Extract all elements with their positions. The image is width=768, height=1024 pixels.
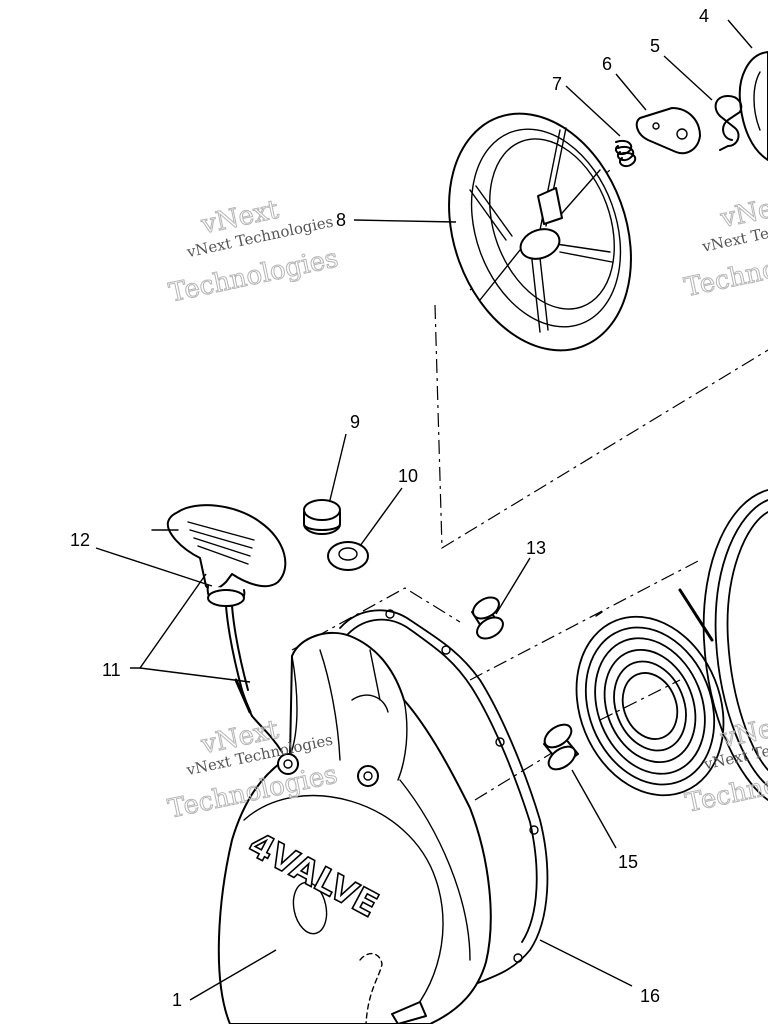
part-13-bushing	[471, 596, 504, 640]
part-10-washer	[327, 541, 369, 571]
callout-16: 16	[640, 986, 660, 1006]
callout-4: 4	[699, 6, 709, 26]
watermark-top-left: vNext vNext Technologies Technologies	[166, 194, 342, 309]
callout-8: 8	[336, 210, 346, 230]
callout-13: 13	[526, 538, 546, 558]
callout-10: 10	[398, 466, 418, 486]
callout-15: 15	[618, 852, 638, 872]
callout-5: 5	[650, 36, 660, 56]
callout-12: 12	[70, 530, 90, 550]
callout-9: 9	[350, 412, 360, 432]
large-spring-coil	[702, 489, 768, 801]
callout-6: 6	[602, 54, 612, 74]
recoil-spiral-spring	[575, 588, 725, 797]
part-12-starter-handle	[151, 504, 287, 607]
callout-11: 11	[102, 660, 121, 680]
watermark-top-right: vNext vNext Technologies Technologies	[681, 188, 768, 304]
part-5-spring-clip	[714, 95, 743, 151]
leader-lines	[95, 19, 753, 1001]
part-8-pulley	[448, 112, 632, 352]
callout-7: 7	[552, 74, 562, 94]
callout-labels: 4 5 6 7 8 9 10 12 11 13 15 16 1	[70, 6, 709, 1010]
part-7-small-spring	[614, 140, 637, 168]
part-6-pawl	[635, 107, 701, 155]
part-1-starter-housing: 4VALVE	[217, 631, 492, 1024]
part-9-cap	[303, 499, 341, 535]
callout-1: 1	[172, 990, 182, 1010]
part-16-gasket	[339, 609, 549, 987]
part-4-retainer-plate	[738, 51, 768, 161]
part-15-bushing	[543, 723, 579, 771]
